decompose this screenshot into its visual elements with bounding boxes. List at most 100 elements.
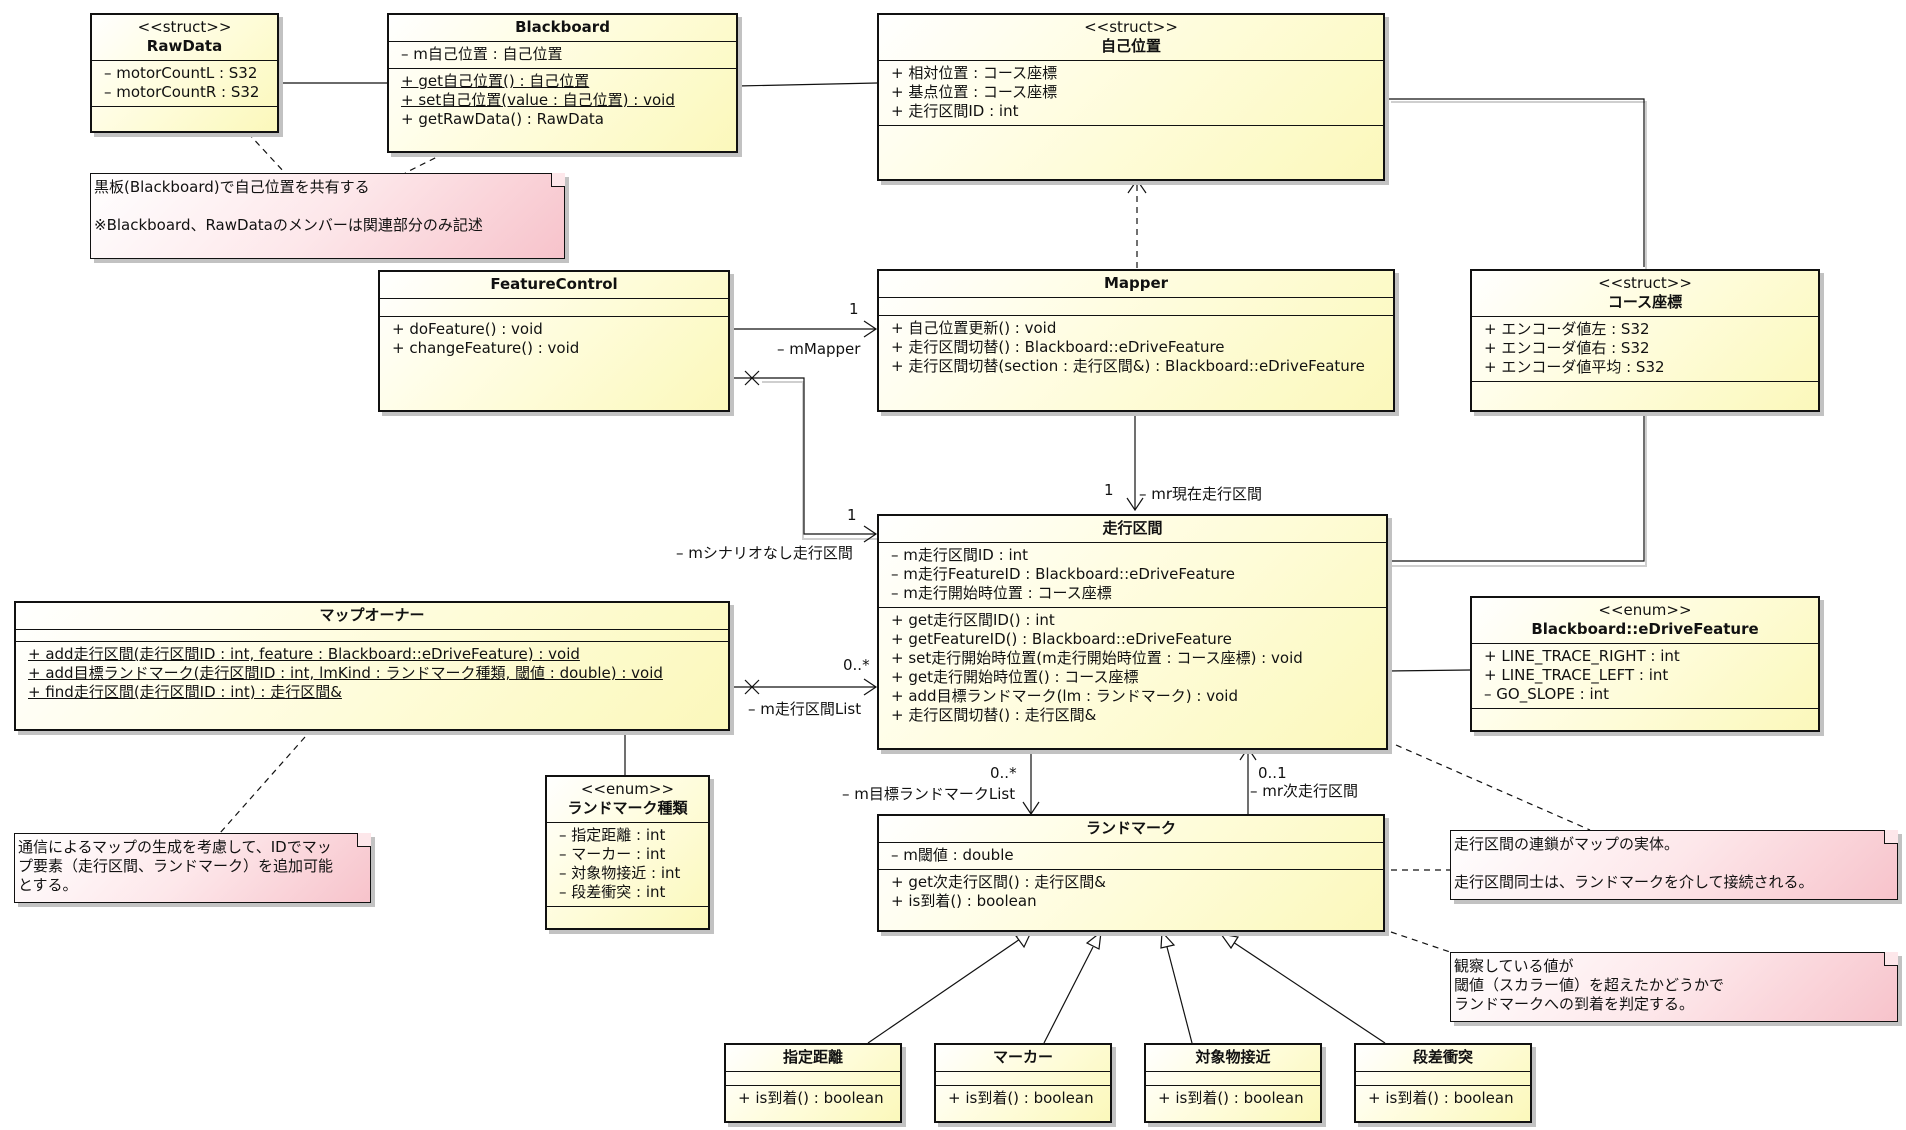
class-name: 段差衝突 <box>1412 1048 1473 1066</box>
class-blackboard[interactable]: Blackboard – m自己位置 : 自己位置 + get自己位置() : … <box>387 13 738 153</box>
class-name: コース座標 <box>1607 293 1683 311</box>
stereotype: <<struct>> <box>1084 18 1178 36</box>
class-selfpos[interactable]: <<struct>>自己位置 + 相対位置 : コース座標 + 基点位置 : コ… <box>877 13 1385 181</box>
coursecoord-section-link <box>1388 412 1645 562</box>
mo-section-arrow <box>863 678 878 696</box>
role-label: – m目標ランドマークList <box>842 785 1016 803</box>
note-line: 閾値（スカラー値）を超えたかどうかで <box>1454 976 1725 994</box>
note-line: 黒板(Blackboard)で自己位置を共有する <box>94 178 370 196</box>
class-name: ランドマーク種類 <box>567 799 688 817</box>
attribute: + 走行区間ID : int <box>891 102 1019 120</box>
attribute: + エンコーダ値左 : S32 <box>1484 320 1650 338</box>
attribute: + LINE_TRACE_LEFT : int <box>1484 666 1669 684</box>
note-line <box>1454 854 1875 873</box>
class-distance[interactable]: 指定距離 + is到着() : boolean <box>724 1043 902 1123</box>
operation: + get次走行区間() : 走行区間& <box>891 873 1106 891</box>
operation: + 走行区間切替(section : 走行区間&) : Blackboard::… <box>891 357 1365 375</box>
operation: + 走行区間切替() : Blackboard::eDriveFeature <box>891 338 1225 356</box>
class-step[interactable]: 段差衝突 + is到着() : boolean <box>1354 1043 1532 1123</box>
note-fold-icon <box>1884 952 1898 966</box>
operation: + add目標ランドマーク(lm : ランドマーク) : void <box>891 687 1238 705</box>
note-blackboard: 黒板(Blackboard)で自己位置を共有する ※Blackboard、Raw… <box>90 173 565 259</box>
fc-section-arrow <box>863 525 878 543</box>
class-name: Mapper <box>1103 274 1169 292</box>
note-fold-icon <box>357 833 371 847</box>
attribute: – motorCountL : S32 <box>104 64 258 82</box>
fc-mapper-arrow <box>863 320 878 338</box>
note-line: 走行区間の連鎖がマップの実体。 <box>1454 835 1680 853</box>
operation: + 自己位置更新() : void <box>891 319 1057 337</box>
selfpos-coursecoord-link <box>1384 98 1645 267</box>
stereotype: <<struct>> <box>1598 274 1692 292</box>
multiplicity-label: 1 <box>1104 481 1114 499</box>
approach-generalization <box>1166 946 1193 1044</box>
operation: + is到着() : boolean <box>1368 1089 1514 1107</box>
note-line: プ要素（走行区間、ランドマーク）を追加可能 <box>18 857 334 875</box>
class-mapowner[interactable]: マップオーナー + add走行区間(走行区間ID : int, feature … <box>14 601 730 731</box>
rawdata-note-anchor <box>247 132 286 174</box>
role-label: – mr次走行区間 <box>1250 782 1359 800</box>
class-landmark[interactable]: ランドマーク – m閾値 : double + get次走行区間() : 走行区… <box>877 814 1385 932</box>
attribute: – m閾値 : double <box>891 846 1014 864</box>
operation: + is到着() : boolean <box>948 1089 1094 1107</box>
class-featurecontrol[interactable]: FeatureControl + doFeature() : void + ch… <box>378 270 730 412</box>
mapowner-note-anchor <box>219 736 306 834</box>
attribute: – 指定距離 : int <box>559 826 666 844</box>
multiplicity-label: 0..* <box>990 764 1017 782</box>
attribute: – m走行FeatureID : Blackboard::eDriveFeatu… <box>891 565 1236 583</box>
class-coursecoord[interactable]: <<struct>>コース座標 + エンコーダ値左 : S32 + エンコーダ値… <box>1470 269 1820 412</box>
note-line: ランドマークへの到着を判定する。 <box>1454 995 1695 1013</box>
class-name: 指定距離 <box>782 1048 843 1066</box>
section-note-anchor <box>1395 744 1591 831</box>
operation: + get走行区間ID() : int <box>891 611 1055 629</box>
multiplicity-label: 0..* <box>843 656 870 674</box>
section-drivefeature-link <box>1387 669 1471 672</box>
step-generalization <box>1232 941 1386 1044</box>
class-drivefeature[interactable]: <<enum>>Blackboard::eDriveFeature + LINE… <box>1470 596 1820 732</box>
class-name: マーカー <box>992 1048 1053 1066</box>
class-marker[interactable]: マーカー + is到着() : boolean <box>934 1043 1112 1123</box>
note-line: ※Blackboard、RawDataのメンバーは関連部分のみ記述 <box>94 216 483 234</box>
operation: + is到着() : boolean <box>738 1089 884 1107</box>
role-label: – mr現在走行区間 <box>1139 485 1263 503</box>
class-name: 対象物接近 <box>1195 1048 1271 1066</box>
attribute: + 基点位置 : コース座標 <box>891 83 1058 101</box>
operation: + getRawData() : RawData <box>401 110 604 128</box>
class-name: Blackboard::eDriveFeature <box>1531 620 1759 638</box>
blackboard-selfpos-link <box>736 82 878 87</box>
stereotype: <<struct>> <box>137 18 232 36</box>
note-fold-icon <box>1884 830 1898 844</box>
role-label: – mMapper <box>777 340 861 358</box>
operation: + changeFeature() : void <box>392 339 580 357</box>
note-section-chain: 走行区間の連鎖がマップの実体。 走行区間同士は、ランドマークを介して接続される。 <box>1450 830 1898 900</box>
operation: + set自己位置(value : 自己位置) : void <box>401 91 675 109</box>
class-name: RawData <box>146 37 223 55</box>
landmark-threshold-note-anchor <box>1390 931 1451 953</box>
attribute: + LINE_TRACE_RIGHT : int <box>1484 647 1680 665</box>
operation: + add目標ランドマーク(走行区間ID : int, lmKind : ランド… <box>28 664 663 682</box>
class-approach[interactable]: 対象物接近 + is到着() : boolean <box>1144 1043 1322 1123</box>
operation: + get自己位置() : 自己位置 <box>401 72 590 90</box>
attribute: – 対象物接近 : int <box>559 864 681 882</box>
attribute: – m自己位置 : 自己位置 <box>401 45 563 63</box>
attribute: + エンコーダ値右 : S32 <box>1484 339 1650 357</box>
fc-section-assoc <box>729 377 876 535</box>
note-fold-icon <box>551 173 565 187</box>
attribute: – m走行区間ID : int <box>891 546 1028 564</box>
attribute: + 相対位置 : コース座標 <box>891 64 1058 82</box>
note-line: 観察している値が <box>1454 957 1574 975</box>
note-line: とする。 <box>18 876 78 894</box>
class-rawdata[interactable]: <<struct>>RawData – motorCountL : S32 – … <box>90 13 279 133</box>
operation: + getFeatureID() : Blackboard::eDriveFea… <box>891 630 1232 648</box>
class-name: FeatureControl <box>490 275 618 293</box>
class-name: ランドマーク <box>1085 819 1176 837</box>
note-threshold: 観察している値が 閾値（スカラー値）を超えたかどうかで ランドマークへの到着を判… <box>1450 952 1898 1022</box>
class-section[interactable]: 走行区間 – m走行区間ID : int – m走行FeatureID : Bl… <box>877 514 1388 750</box>
operation: + 走行区間切替() : 走行区間& <box>891 706 1097 724</box>
marker-generalization <box>1043 946 1094 1044</box>
class-mapper[interactable]: Mapper + 自己位置更新() : void + 走行区間切替() : Bl… <box>877 269 1395 412</box>
note-line <box>94 197 542 216</box>
class-landmark-kind[interactable]: <<enum>>ランドマーク種類 – 指定距離 : int – マーカー : i… <box>545 775 710 930</box>
note-line: 通信によるマップの生成を考慮して、IDでマッ <box>18 838 332 856</box>
blackboard-note-anchor <box>404 152 446 174</box>
